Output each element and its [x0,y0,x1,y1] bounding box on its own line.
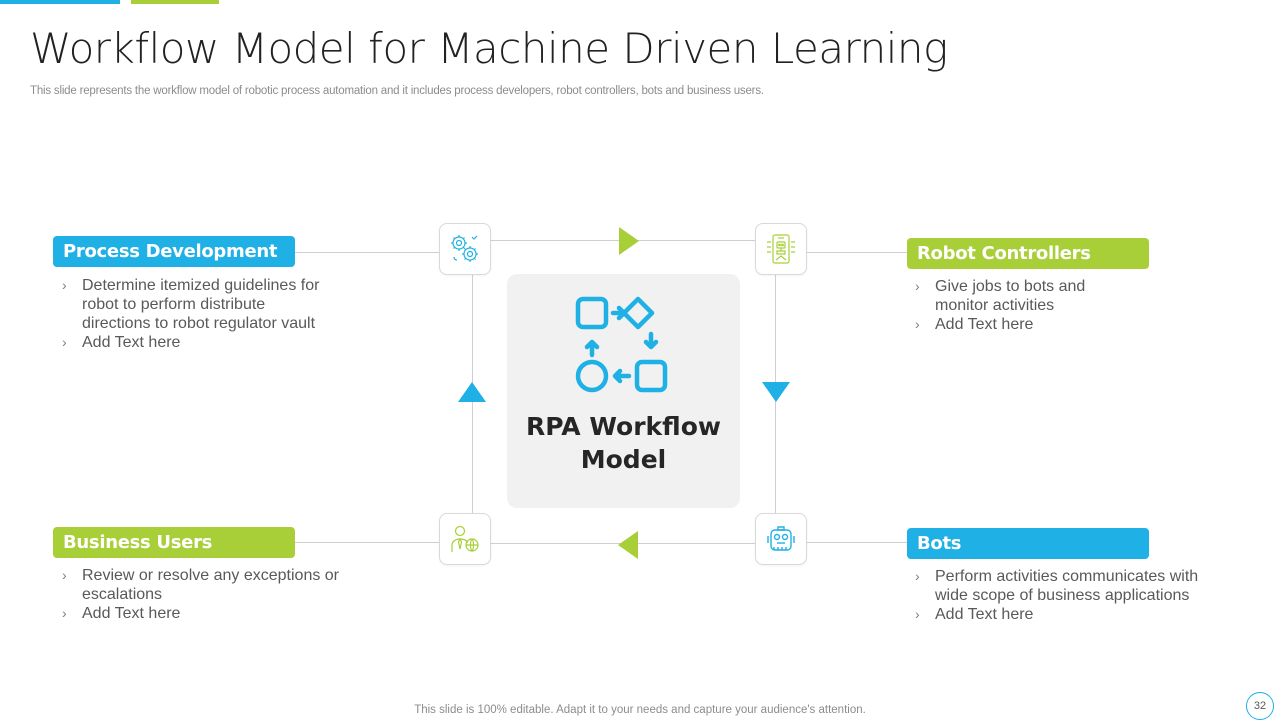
businessman-globe-icon [451,525,479,552]
arrow-right-icon [619,227,639,255]
arrow-left-icon [618,531,638,559]
bullet-item: ›Determine itemized guidelines for robot… [62,277,320,332]
bullet-item: ›Review or resolve any exceptions or esc… [62,567,340,603]
label-bots: Bots [907,528,1149,559]
connector-line-robot-controllers [807,252,907,253]
chevron-right-icon: › [915,278,920,294]
bullets-robot-controllers: ›Give jobs to bots and monitor activitie… [915,277,1115,334]
node-bottom-right [755,513,807,565]
bullet-item: ›Add Text here [915,316,1034,333]
connector-line-process-development [295,252,439,253]
footer-note: This slide is 100% editable. Adapt it to… [414,704,866,716]
center-title-line2: Model [580,445,667,474]
label-process-development: Process Development [53,236,295,267]
connector-line-bots [807,542,907,543]
center-title: RPA Workflow Model [507,410,740,476]
connector-line-business-users [295,542,439,543]
label-business-users: Business Users [53,527,295,558]
bullets-process-development: ›Determine itemized guidelines for robot… [62,276,332,352]
accent-bar-green [131,0,219,4]
chevron-right-icon: › [62,605,67,621]
bullet-item: ›Give jobs to bots and monitor activitie… [915,278,1086,314]
bullets-bots: ›Perform activities communicates with wi… [915,567,1215,624]
chevron-right-icon: › [62,277,67,293]
bullet-item: ›Add Text here [62,334,181,351]
accent-bar-blue [0,0,120,4]
bullet-item: ›Perform activities communicates with wi… [915,568,1199,604]
page-subtitle: This slide represents the workflow model… [30,85,764,97]
node-top-left [439,223,491,275]
arrow-down-icon [762,382,790,402]
node-bottom-left [439,513,491,565]
page-title: Workflow Model for Machine Driven Learni… [30,24,948,73]
chevron-right-icon: › [62,334,67,350]
page-number: 32 [1246,692,1274,720]
bullets-business-users: ›Review or resolve any exceptions or esc… [62,566,342,623]
chevron-right-icon: › [915,606,920,622]
bullet-item: ›Add Text here [62,605,181,622]
robot-head-icon [767,526,795,551]
label-robot-controllers: Robot Controllers [907,238,1149,269]
center-card: RPA Workflow Model [507,274,740,508]
chevron-right-icon: › [915,568,920,584]
chevron-right-icon: › [915,316,920,332]
workflow-diagram-icon [575,296,668,393]
chevron-right-icon: › [62,567,67,583]
bullet-item: ›Add Text here [915,606,1034,623]
arrow-up-icon [458,382,486,402]
mobile-robot-icon [767,234,795,264]
node-top-right [755,223,807,275]
gears-icon [451,235,478,262]
center-title-line1: RPA Workflow [526,412,721,441]
